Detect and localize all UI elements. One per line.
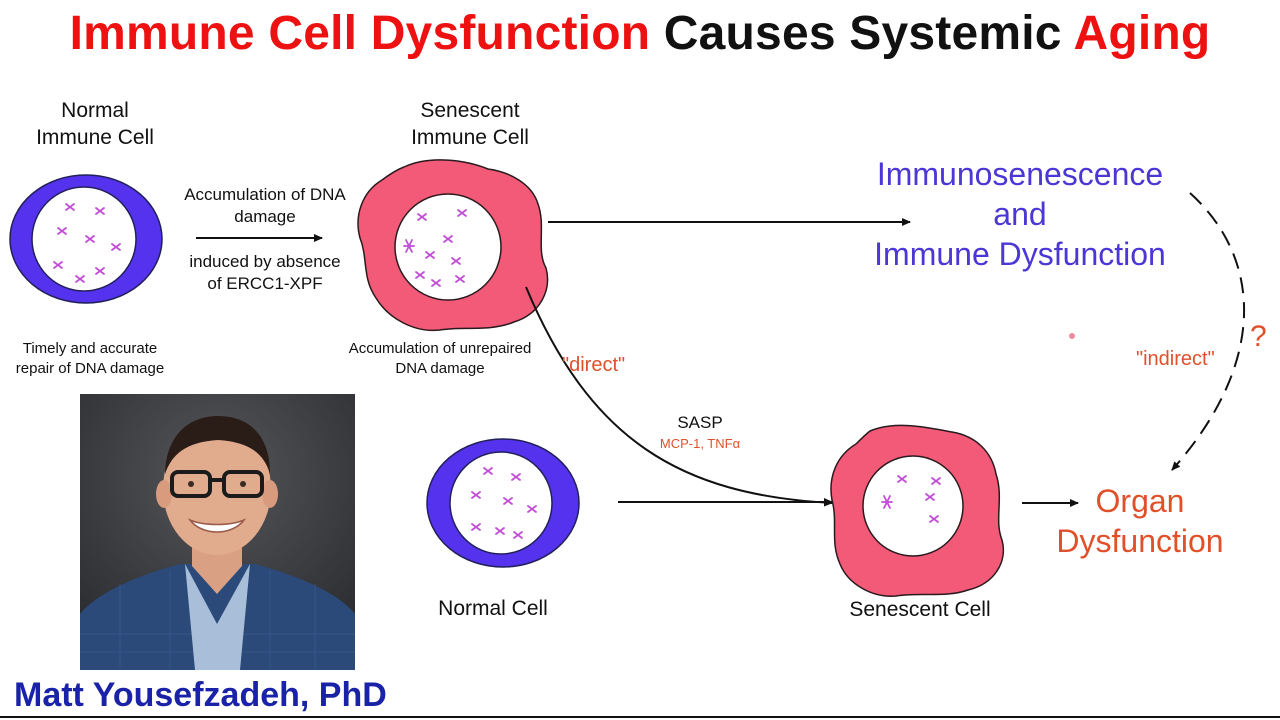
decorative-dot: [1069, 333, 1075, 339]
organ-dysfunction-line1: Organ: [1095, 483, 1185, 519]
senescent-immune-cell: [357, 159, 549, 332]
sasp-factors: MCP-1, TNFα: [659, 436, 741, 451]
chromosome-group-4: [881, 475, 941, 523]
title-part-2: Causes Systemic: [663, 7, 1062, 60]
organ-dysfunction-label: Organ Dysfunction: [1040, 481, 1240, 561]
arrow-indirect: [1171, 192, 1246, 471]
sasp-label: SASP: [677, 413, 723, 432]
senescent-immune-cell-label-line2: Immune Cell: [411, 126, 529, 149]
senescent-immune-cell-label-line1: Senescent: [420, 99, 520, 122]
speaker-portrait-illustration: [80, 394, 355, 670]
author-name: Matt Yousefzadeh, PhD: [14, 676, 387, 714]
senescent-immune-cell-label: Senescent Immune Cell: [380, 97, 560, 151]
speaker-photo: [80, 394, 355, 670]
normal-immune-cell-label-line2: Immune Cell: [36, 126, 154, 149]
immunosenescence-line2: and: [993, 196, 1047, 232]
normal-immune-cell: [9, 174, 163, 304]
question-mark: ?: [1250, 320, 1267, 353]
indirect-label: "indirect": [1136, 348, 1215, 370]
normal-immune-cell-caption: Timely and accurate repair of DNA damage: [0, 339, 180, 379]
transition-label-bottom: induced by absence of ERCC1-XPF: [165, 251, 365, 295]
page-title: Immune Cell Dysfunction Causes Systemic …: [0, 6, 1280, 61]
normal-immune-cell-label: Normal Immune Cell: [10, 97, 180, 151]
transition-label-top: Accumulation of DNA damage: [165, 184, 365, 228]
title-part-3: Aging: [1073, 7, 1211, 60]
immunosenescence-line3: Immune Dysfunction: [874, 236, 1166, 272]
senescent-cell-label: Senescent Cell: [849, 598, 991, 621]
senescent-immune-cell-caption-line2: DNA damage: [395, 360, 485, 377]
chromosome-group-1: [53, 203, 121, 283]
chromosome-group-2: [403, 209, 467, 287]
organ-dysfunction-line2: Dysfunction: [1056, 523, 1224, 559]
transition-line4: of ERCC1-XPF: [207, 274, 323, 293]
normal-cell: [426, 438, 580, 568]
immunosenescence-label: Immunosenescence and Immune Dysfunction: [840, 154, 1200, 274]
immunosenescence-line1: Immunosenescence: [876, 156, 1164, 192]
normal-immune-cell-caption-line2: repair of DNA damage: [15, 360, 165, 377]
senescent-cell: [830, 424, 1005, 597]
arrow-direct: [525, 286, 833, 507]
transition-line1: Accumulation of DNA: [184, 185, 346, 204]
normal-immune-cell-label-line1: Normal: [61, 99, 129, 122]
senescent-immune-cell-caption: Accumulation of unrepaired DNA damage: [330, 339, 550, 379]
transition-line3: induced by absence: [189, 252, 341, 271]
chromosome-group-3: [471, 467, 537, 539]
normal-immune-cell-caption-line1: Timely and accurate: [22, 340, 158, 357]
senescent-immune-cell-caption-line1: Accumulation of unrepaired: [348, 340, 532, 357]
normal-cell-label: Normal Cell: [438, 597, 548, 620]
title-part-1: Immune Cell Dysfunction: [69, 7, 651, 60]
direct-label: "direct": [562, 354, 626, 376]
transition-line2: damage: [234, 207, 296, 226]
